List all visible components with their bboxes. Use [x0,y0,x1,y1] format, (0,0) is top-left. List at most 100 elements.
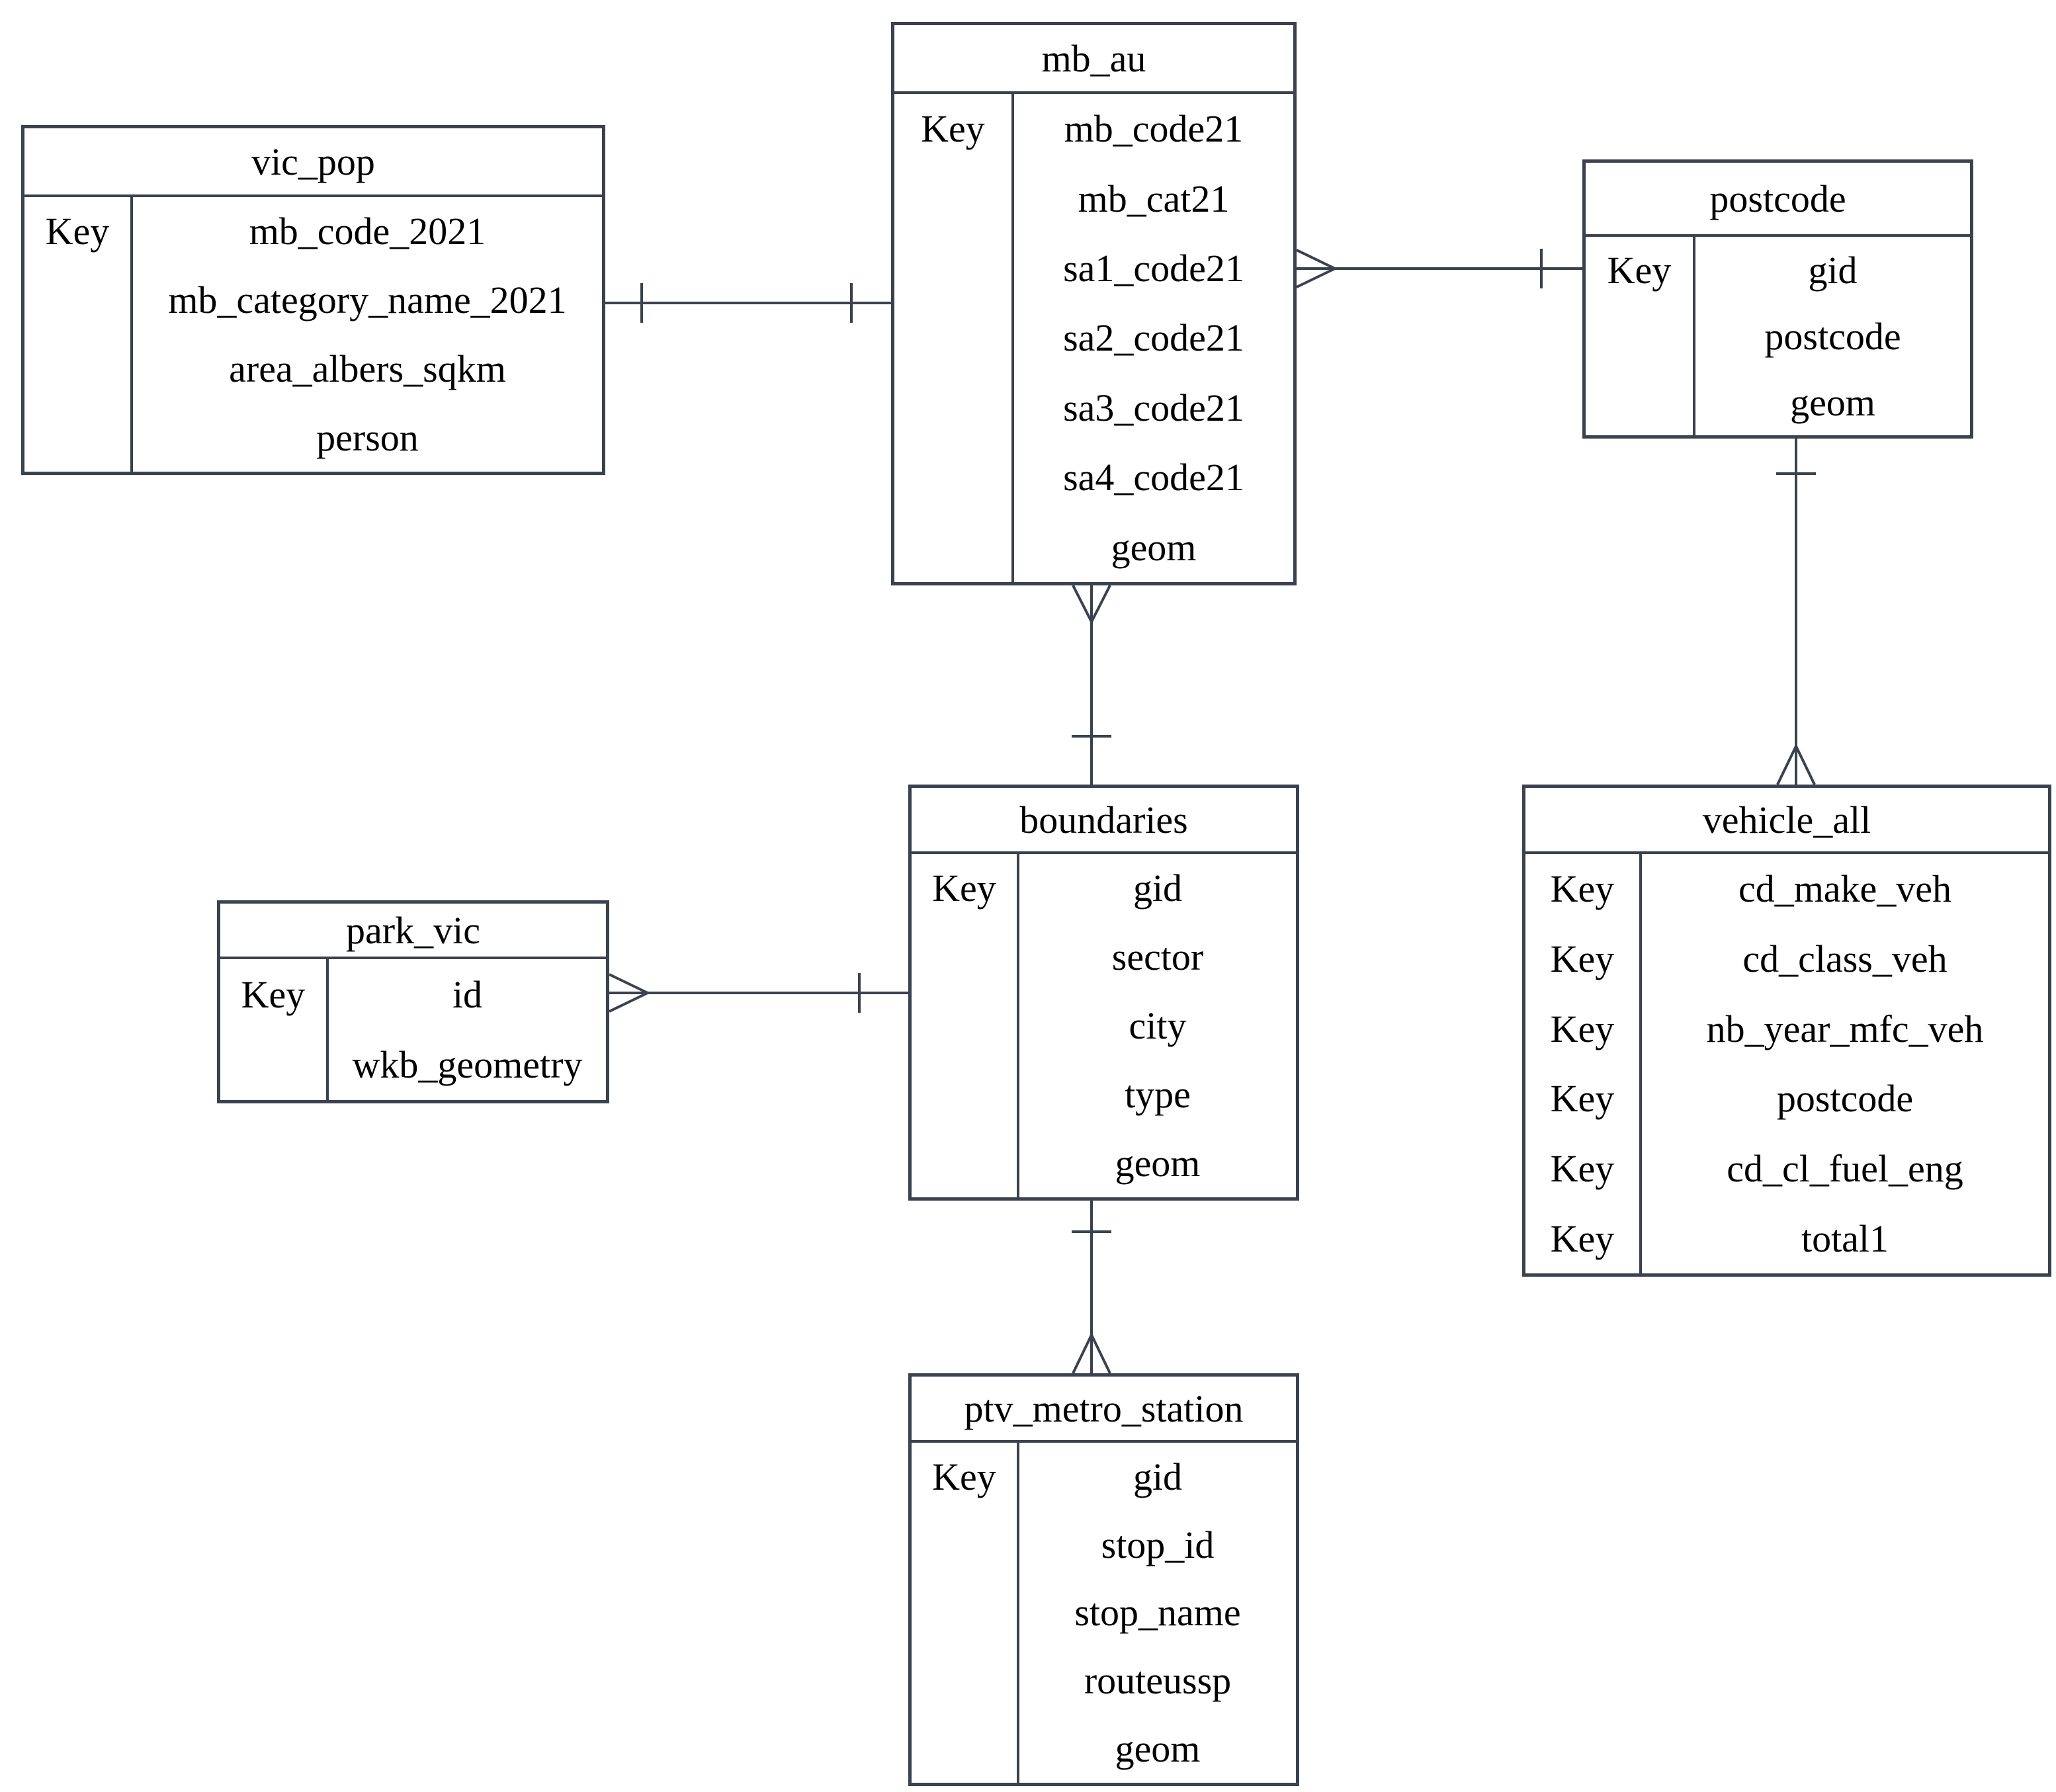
crow-foot [1072,585,1111,622]
entity-park_vic: park_vic Key id wkb_geometry [217,900,609,1103]
field-cell: sa4_code21 [1063,456,1244,499]
key-cell [894,303,1011,372]
relationship-boundaries-ptv_metro_station [1072,1201,1111,1374]
entity-body: Key mb_code_2021 mb_category_name_2021 a… [24,197,602,472]
field-cell: sa2_code21 [1063,316,1244,360]
key-cell [912,923,1017,992]
key-cell: Key [1550,1077,1615,1121]
crow-foot [1776,746,1816,785]
entity-title: vic_pop [24,128,602,197]
field-cell: gid [1133,867,1183,910]
key-column: Key [24,197,133,472]
key-column: Key [220,959,329,1100]
crow-foot [1072,1334,1111,1374]
key-cell [912,1129,1017,1197]
field-cell: sa1_code21 [1063,247,1244,290]
crow-foot [1296,249,1336,288]
field-cell: cd_cl_fuel_eng [1727,1147,1963,1191]
key-cell: Key [1550,1147,1615,1191]
field-cell: type [1125,1072,1191,1116]
field-cell: cd_class_veh [1742,937,1948,980]
relationship-vic_pop-mb_au [605,283,891,323]
field-cell: area_albers_sqkm [229,347,506,390]
entity-body: Key mb_code21 mb_cat21 sa1_code21 sa2_co… [894,94,1293,582]
key-cell: Key [932,867,996,910]
field-cell: sa3_code21 [1063,386,1244,429]
field-column: gid postcode geom [1695,237,1970,435]
field-cell: routeussp [1084,1659,1232,1703]
field-cell: id [452,972,483,1016]
entity-vehicle_all: vehicle_all Key Key Key Key Key Key cd_m… [1522,785,2051,1277]
key-cell [1586,369,1693,435]
field-cell: postcode [1764,314,1901,358]
field-cell: mb_category_name_2021 [168,278,567,322]
entity-body: Key id wkb_geometry [220,959,606,1100]
key-cell: Key [932,1455,996,1498]
entity-title: ptv_metro_station [912,1377,1296,1443]
relationship-mb_au-postcode [1296,249,1582,288]
field-cell: geom [1115,1727,1201,1771]
field-cell: mb_code_2021 [249,210,486,253]
key-cell: Key [241,972,306,1016]
key-cell: Key [1550,1007,1615,1050]
field-column: gid sector city type geom [1019,854,1296,1197]
relationship-postcode-vehicle_all [1776,439,1816,785]
field-column: mb_code_2021 mb_category_name_2021 area_… [133,197,602,472]
field-cell: stop_id [1101,1523,1215,1566]
field-cell: postcode [1776,1077,1914,1121]
key-cell: Key [45,210,110,253]
entity-title: park_vic [220,904,606,959]
key-column: Key [1586,237,1695,435]
field-column: mb_code21 mb_cat21 sa1_code21 sa2_code21… [1014,94,1293,582]
entity-title: postcode [1586,163,1970,237]
entity-body: Key gid postcode geom [1586,237,1970,435]
entity-boundaries: boundaries Key gid sector city type geom [908,785,1299,1201]
key-cell [894,373,1011,443]
field-cell: nb_year_mfc_veh [1706,1007,1984,1050]
key-column: Key [894,94,1014,582]
key-cell: Key [1550,937,1615,980]
field-cell: person [316,415,419,459]
key-cell [912,1715,1017,1783]
entity-mb_au: mb_au Key mb_code21 mb_cat21 sa1_code21 … [891,22,1297,585]
key-cell [912,1579,1017,1647]
field-cell: wkb_geometry [352,1043,583,1087]
key-cell [220,1030,326,1101]
field-cell: stop_name [1074,1591,1241,1635]
relationship-mb_au-boundaries [1072,585,1111,785]
field-cell: geom [1115,1141,1201,1185]
key-cell [24,403,130,472]
field-column: gid stop_id stop_name routeussp geom [1019,1443,1296,1783]
crow-foot [609,973,648,1013]
field-cell: gid [1808,248,1858,292]
field-cell: geom [1790,380,1875,424]
key-cell: Key [1550,867,1615,911]
field-cell: sector [1111,935,1204,979]
key-cell: Key [921,107,985,151]
key-cell [894,513,1011,582]
key-cell [24,266,130,335]
field-cell: total1 [1801,1216,1889,1260]
entity-body: Key gid stop_id stop_name routeussp geom [912,1443,1296,1783]
field-column: cd_make_veh cd_class_veh nb_year_mfc_veh… [1642,854,2048,1273]
entity-body: Key Key Key Key Key Key cd_make_veh cd_c… [1525,854,2048,1273]
field-column: id wkb_geometry [329,959,606,1100]
key-cell [912,1511,1017,1579]
key-cell [912,992,1017,1060]
entity-ptv_metro_station: ptv_metro_station Key gid stop_id stop_n… [908,1373,1299,1786]
entity-postcode: postcode Key gid postcode geom [1582,159,1973,439]
key-cell: Key [1607,248,1672,292]
key-cell [24,335,130,404]
key-cell [912,1060,1017,1129]
field-cell: gid [1133,1455,1183,1498]
key-cell [1586,303,1693,369]
field-cell: city [1129,1003,1187,1047]
entity-title: mb_au [894,25,1293,94]
key-column: Key [912,854,1019,1197]
key-cell [894,163,1011,233]
entity-body: Key gid sector city type geom [912,854,1296,1197]
key-cell [894,234,1011,303]
field-cell: mb_code21 [1064,107,1244,151]
